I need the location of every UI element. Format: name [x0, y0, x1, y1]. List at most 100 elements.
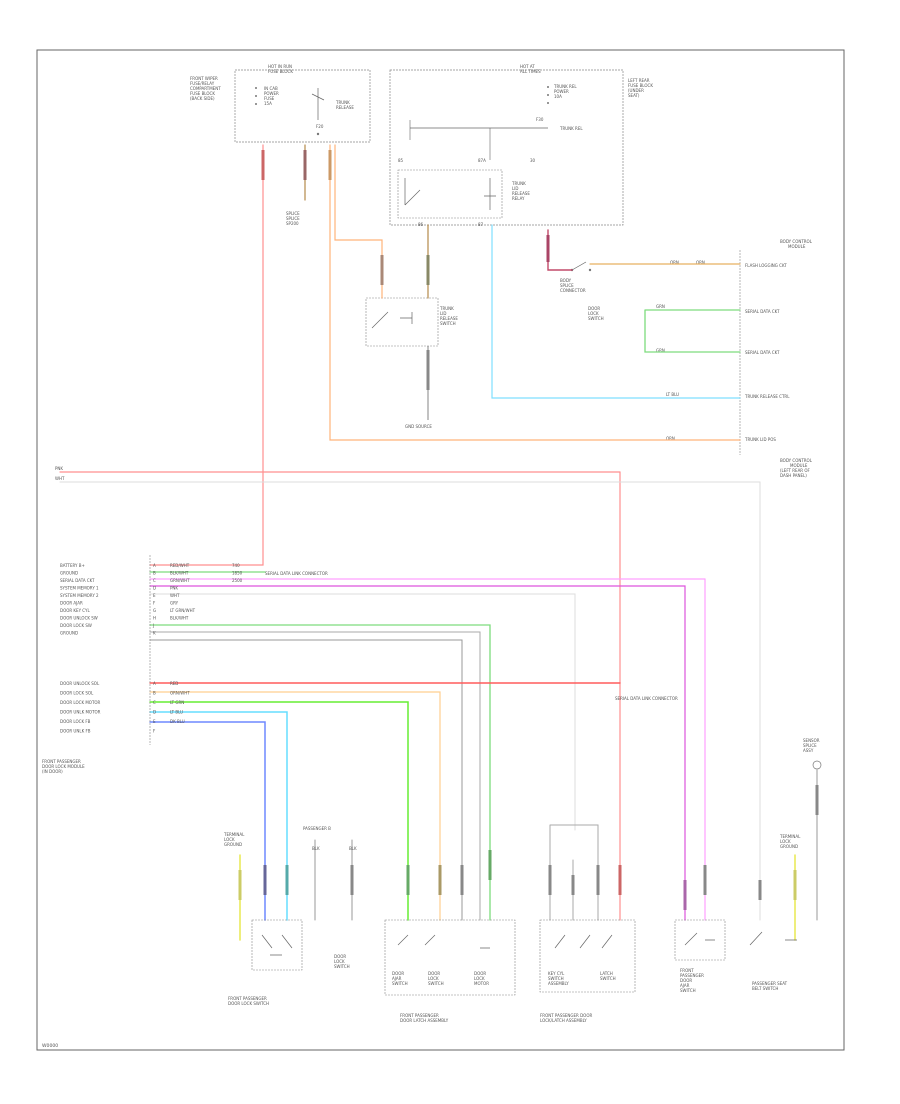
- svg-text:15A: 15A: [264, 101, 272, 106]
- wire-color-label: LT GRN/WHT: [170, 608, 196, 613]
- module-pin-number: J: [152, 623, 154, 628]
- svg-text:WHT: WHT: [55, 476, 65, 481]
- svg-text:RELEASE: RELEASE: [512, 191, 530, 196]
- svg-text:TRUNK RELEASE CTRL: TRUNK RELEASE CTRL: [744, 394, 790, 399]
- svg-text:SWITCH: SWITCH: [548, 976, 564, 981]
- module-pin-number: A: [153, 681, 156, 686]
- svg-text:LOCK: LOCK: [224, 837, 235, 842]
- module-pin-label: DOOR UNLOCK SW: [60, 616, 98, 621]
- svg-text:GRN: GRN: [656, 348, 665, 353]
- svg-text:FRONT PASSENGER: FRONT PASSENGER: [400, 1013, 439, 1018]
- svg-text:DOOR: DOOR: [392, 971, 404, 976]
- svg-text:SWITCH: SWITCH: [428, 981, 444, 986]
- module-pin-label: SYSTEM MEMORY 2: [60, 593, 99, 598]
- svg-text:SWITCH: SWITCH: [334, 964, 350, 969]
- svg-text:87A: 87A: [478, 158, 486, 163]
- svg-text:TRUNK REL: TRUNK REL: [559, 126, 583, 131]
- svg-text:BODY: BODY: [560, 278, 572, 283]
- module-pin-label: DOOR UNLOCK SOL: [60, 681, 100, 686]
- svg-text:TRUNK: TRUNK: [439, 306, 454, 311]
- svg-text:TRUNK LID POS: TRUNK LID POS: [744, 437, 776, 442]
- svg-text:MOTOR: MOTOR: [474, 981, 489, 986]
- svg-text:DOOR LATCH ASSEMBLY: DOOR LATCH ASSEMBLY: [400, 1018, 449, 1023]
- svg-text:87: 87: [478, 222, 484, 227]
- svg-text:DOOR LOCK SWITCH: DOOR LOCK SWITCH: [228, 1001, 269, 1006]
- module-pin-label: DOOR LOCK SW: [60, 623, 92, 628]
- module-pin-label: GROUND: [60, 631, 78, 636]
- top-right-fuse-block: HOT AT ALL TIMES LEFT REAR FUSE BLOCK (U…: [389, 64, 653, 227]
- svg-text:AJAR: AJAR: [392, 976, 402, 981]
- svg-text:LOCK: LOCK: [334, 959, 345, 964]
- wires: [59, 144, 818, 941]
- svg-text:LOCK: LOCK: [428, 976, 439, 981]
- module-pin-number: C: [153, 578, 156, 583]
- module-pin-number: D: [153, 710, 156, 715]
- circuit-number: 2500: [232, 578, 243, 583]
- svg-text:MODULE: MODULE: [790, 463, 808, 468]
- svg-text:TRUNK: TRUNK: [511, 181, 526, 186]
- bottom-components: TERMINAL LOCK GROUND PASSENGER B BLK BLK…: [223, 738, 822, 1023]
- svg-text:TRUNK REL: TRUNK REL: [553, 84, 577, 89]
- module-pin-number: K: [153, 631, 156, 636]
- svg-text:RELEASE: RELEASE: [336, 105, 354, 110]
- module-pin-label: DOOR LOCK SOL: [60, 691, 94, 696]
- module-pin-number: F: [153, 601, 156, 606]
- module-pin-number: B: [153, 691, 156, 696]
- svg-text:PASSENGER: PASSENGER: [680, 973, 704, 978]
- module-pin-label: DOOR UNLK MOTOR: [60, 710, 101, 715]
- svg-text:RELEASE: RELEASE: [440, 316, 458, 321]
- circuit-number: 1850: [232, 571, 243, 576]
- svg-text:FRONT PASSENGER DOOR: FRONT PASSENGER DOOR: [540, 1013, 592, 1018]
- svg-text:TRUNK: TRUNK: [335, 100, 350, 105]
- module-pin-number: C: [153, 700, 156, 705]
- svg-text:SWITCH: SWITCH: [600, 976, 616, 981]
- svg-text:SERIAL DATA CKT: SERIAL DATA CKT: [745, 350, 780, 355]
- svg-text:DOOR: DOOR: [428, 971, 440, 976]
- svg-text:ORN: ORN: [666, 436, 675, 441]
- svg-text:ALL TIMES: ALL TIMES: [520, 69, 541, 74]
- svg-text:COMPARTMENT: COMPARTMENT: [190, 86, 221, 91]
- svg-text:RELAY: RELAY: [512, 196, 525, 201]
- wire-color-label: RED/WHT: [170, 563, 190, 568]
- module-pin-number: H: [153, 616, 156, 621]
- svg-text:DOOR: DOOR: [680, 978, 692, 983]
- wire-color-label: ORN/WHT: [170, 691, 190, 696]
- module-pin-label: SERIAL DATA CKT: [60, 578, 95, 583]
- wire-color-label: BLK/WHT: [170, 616, 189, 621]
- svg-text:TERMINAL: TERMINAL: [223, 832, 245, 837]
- svg-text:BELT SWITCH: BELT SWITCH: [752, 986, 778, 991]
- svg-text:SWITCH: SWITCH: [440, 321, 456, 326]
- module-pin-label: DOOR AJAR: [60, 601, 83, 606]
- svg-text:FRONT: FRONT: [680, 968, 694, 973]
- svg-text:DOOR: DOOR: [474, 971, 486, 976]
- svg-text:FLASH LOGGING CKT: FLASH LOGGING CKT: [745, 263, 787, 268]
- diagram-frame: [36, 49, 845, 1051]
- svg-text:(BACK SIDE): (BACK SIDE): [190, 96, 215, 101]
- svg-text:ORN: ORN: [696, 260, 705, 265]
- svg-text:DASH PANEL): DASH PANEL): [780, 473, 807, 478]
- top-left-fuse-block: HOT IN RUN FUSE BLOCK FRONT WIPER FUSE/R…: [190, 64, 371, 143]
- svg-text:HOT IN RUN: HOT IN RUN: [268, 64, 292, 69]
- module-pin-number: D: [153, 586, 156, 591]
- module-pin-number: E: [153, 593, 156, 598]
- svg-text:ASSY: ASSY: [803, 748, 814, 753]
- module-pin-number: B: [153, 571, 156, 576]
- svg-text:HOT AT: HOT AT: [520, 64, 535, 69]
- svg-text:LOCK: LOCK: [474, 976, 485, 981]
- svg-text:SENSOR: SENSOR: [803, 738, 820, 743]
- svg-text:SPLICE: SPLICE: [560, 283, 574, 288]
- svg-text:F20: F20: [316, 124, 324, 129]
- svg-text:POWER: POWER: [554, 89, 569, 94]
- wire-color-label: LT BLU: [170, 710, 183, 715]
- wire-color-label: PNK: [170, 586, 178, 591]
- svg-text:GND SOURCE: GND SOURCE: [405, 424, 432, 429]
- svg-text:SPLICE: SPLICE: [803, 743, 817, 748]
- svg-text:LID: LID: [512, 186, 519, 191]
- svg-text:SERIAL DATA LINK CONNECTOR: SERIAL DATA LINK CONNECTOR: [265, 571, 328, 576]
- svg-text:LEFT REAR: LEFT REAR: [628, 78, 650, 83]
- wire-color-label: GRY: [170, 601, 179, 606]
- trunk-release-switch: SPLICE SPLICE SP200 TRUNK LID RELEASE SW…: [286, 211, 458, 429]
- svg-text:BLK: BLK: [312, 846, 320, 851]
- circuit-number: 740: [232, 563, 240, 568]
- svg-text:PNK: PNK: [55, 466, 63, 471]
